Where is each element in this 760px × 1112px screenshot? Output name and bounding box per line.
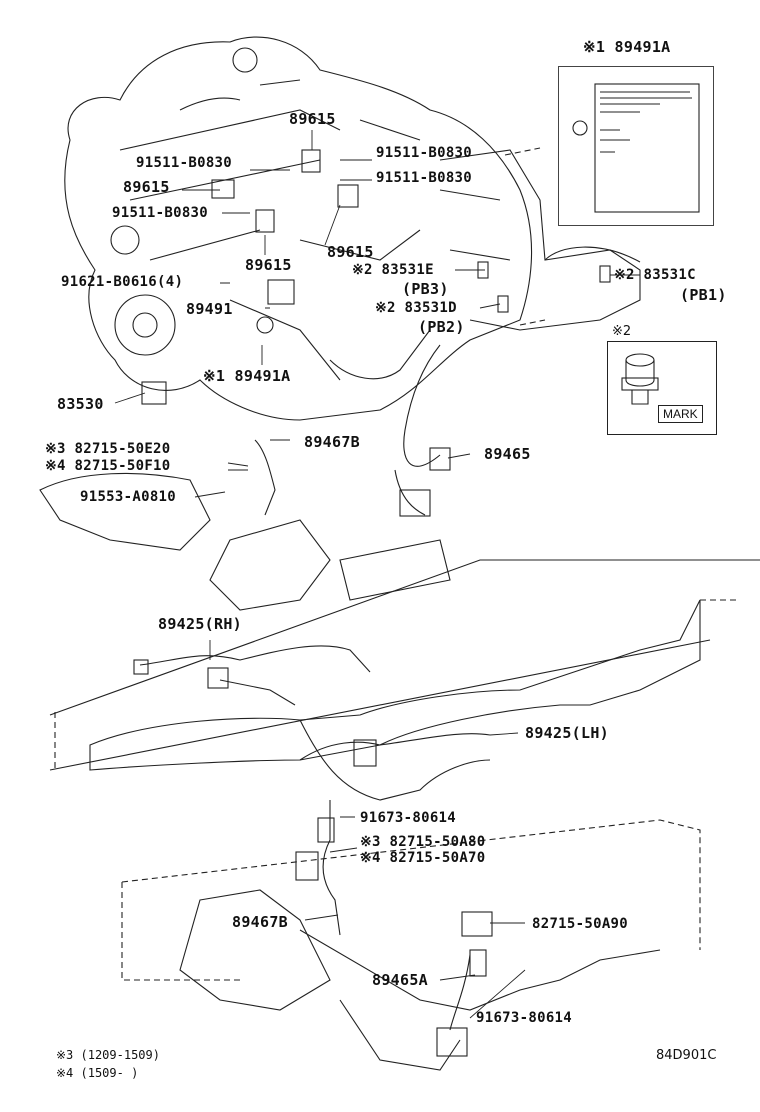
mark-label: MARK: [658, 405, 703, 423]
part-label[interactable]: 89425(LH): [525, 724, 609, 742]
part-label[interactable]: 91673-80614: [360, 810, 457, 826]
transmission-housing: [439, 149, 641, 331]
inset-sensor-illustration: [621, 353, 659, 405]
part-label[interactable]: ※4 82715-50F10: [45, 458, 171, 474]
part-label[interactable]: (PB2): [418, 318, 465, 336]
sensor-components: [133, 149, 611, 1057]
part-label[interactable]: 91673-80614: [476, 1010, 573, 1026]
exhaust-pipe-assembly: [49, 559, 760, 1071]
part-label[interactable]: 91511-B0830: [136, 155, 233, 171]
inset-detail-frame: ※2: [607, 324, 717, 435]
part-label[interactable]: 89615: [327, 243, 374, 261]
part-label[interactable]: (PB3): [402, 280, 449, 298]
part-label[interactable]: 89465A: [372, 971, 428, 989]
part-label[interactable]: 82715-50A90: [532, 916, 629, 932]
part-label[interactable]: 89615: [123, 178, 170, 196]
part-label[interactable]: 91511-B0830: [112, 205, 209, 221]
part-label[interactable]: 91621-B0616(4): [61, 274, 184, 290]
part-label[interactable]: ※2 83531D: [375, 300, 457, 316]
legend-note-3: ※3 (1209-1509): [56, 1048, 160, 1062]
part-label[interactable]: (PB1): [680, 286, 727, 304]
part-label[interactable]: ※3 82715-50E20: [45, 441, 171, 457]
figure-code: 84D901C: [656, 1048, 717, 1063]
engine-assembly: [39, 36, 533, 611]
part-label[interactable]: 89467B: [232, 913, 288, 931]
part-label[interactable]: ※2 83531E: [352, 262, 434, 278]
part-label[interactable]: ※4 82715-50A70: [360, 850, 486, 866]
part-label[interactable]: ※1 89491A: [203, 367, 291, 385]
part-label[interactable]: 89615: [245, 256, 292, 274]
group-boundary-lines: [54, 147, 740, 981]
part-label[interactable]: 89465: [484, 445, 531, 463]
part-label[interactable]: 91511-B0830: [376, 145, 473, 161]
part-label[interactable]: 83530: [57, 395, 104, 413]
inset-note: ※2: [612, 324, 632, 339]
part-label[interactable]: ※3 82715-50A80: [360, 834, 486, 850]
sensor-wiring: [139, 344, 491, 1031]
leader-lines: [114, 130, 640, 1019]
part-label[interactable]: 91553-A0810: [80, 489, 177, 505]
part-label[interactable]: 89425(RH): [158, 615, 242, 633]
legend-note-4: ※4 (1509- ): [56, 1066, 139, 1080]
label-sheet-illustration: [572, 83, 700, 213]
part-label[interactable]: 91511-B0830: [376, 170, 473, 186]
label-document-frame: [558, 66, 714, 226]
part-label[interactable]: ※2 83531C: [614, 267, 696, 283]
part-label[interactable]: 89467B: [304, 433, 360, 451]
part-label[interactable]: 89615: [289, 110, 336, 128]
part-label[interactable]: ※1 89491A: [583, 38, 671, 56]
part-label[interactable]: 89491: [186, 300, 233, 318]
